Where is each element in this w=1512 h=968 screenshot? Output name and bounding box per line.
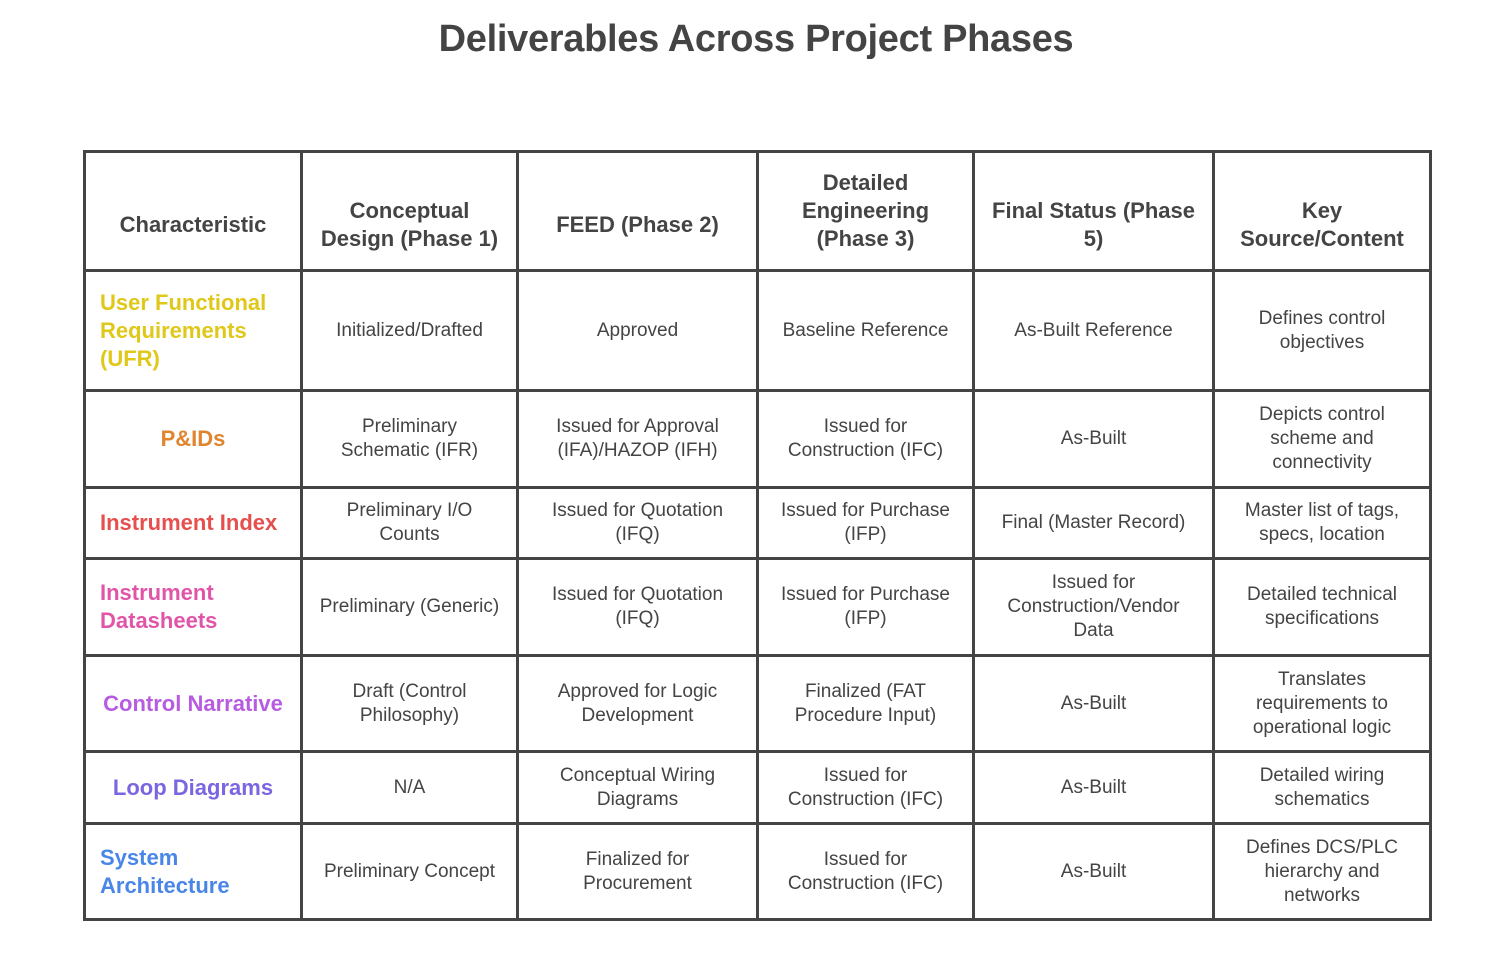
table-cell: Initialized/Drafted: [300, 269, 519, 392]
table-cell: Issued for Construction (IFC): [756, 750, 975, 825]
row-label: System Architecture: [83, 822, 303, 921]
table-cell: Conceptual Wiring Diagrams: [516, 750, 759, 825]
table-cell: Issued for Construction (IFC): [756, 822, 975, 921]
table-cell: Issued for Quotation (IFQ): [516, 557, 759, 657]
row-label: Loop Diagrams: [83, 750, 303, 825]
table-cell: Preliminary Schematic (IFR): [300, 389, 519, 489]
table-cell: Preliminary (Generic): [300, 557, 519, 657]
table-cell: Preliminary Concept: [300, 822, 519, 921]
table-cell: Issued for Construction (IFC): [756, 389, 975, 489]
header-cell: Characteristic: [83, 150, 303, 272]
row-label: User Functional Requirements (UFR): [83, 269, 303, 392]
table-cell: Issued for Purchase (IFP): [756, 486, 975, 560]
table-cell: Detailed wiring schematics: [1212, 750, 1432, 825]
header-cell: Final Status (Phase 5): [972, 150, 1215, 272]
table-cell: Baseline Reference: [756, 269, 975, 392]
table-cell: Issued for Quotation (IFQ): [516, 486, 759, 560]
table-cell: Translates requirements to operational l…: [1212, 654, 1432, 753]
table-cell: Issued for Approval (IFA)/HAZOP (IFH): [516, 389, 759, 489]
header-cell: Detailed Engineering (Phase 3): [756, 150, 975, 272]
table-cell: Preliminary I/O Counts: [300, 486, 519, 560]
table-cell: Defines control objectives: [1212, 269, 1432, 392]
row-label: Instrument Datasheets: [83, 557, 303, 657]
table-cell: N/A: [300, 750, 519, 825]
table-cell: Depicts control scheme and connectivity: [1212, 389, 1432, 489]
table-cell: Approved for Logic Development: [516, 654, 759, 753]
table-cell: Issued for Construction/Vendor Data: [972, 557, 1215, 657]
table-cell: As-Built: [972, 822, 1215, 921]
header-row: Characteristic Conceptual Design (Phase …: [83, 150, 1432, 272]
table-cell: Approved: [516, 269, 759, 392]
table-cell: Defines DCS/PLC hierarchy and networks: [1212, 822, 1432, 921]
row-label: Instrument Index: [83, 486, 303, 560]
table-cell: As-Built Reference: [972, 269, 1215, 392]
row-label: P&IDs: [83, 389, 303, 489]
row-label: Control Narrative: [83, 654, 303, 753]
page-title: Deliverables Across Project Phases: [438, 18, 1074, 60]
header-cell: Key Source/Content: [1212, 150, 1432, 272]
header-cell: Conceptual Design (Phase 1): [300, 150, 519, 272]
table-cell: As-Built: [972, 750, 1215, 825]
table-row: User Functional Requirements (UFR)Initia…: [83, 269, 1432, 392]
table-cell: Draft (Control Philosophy): [300, 654, 519, 753]
table-cell: Master list of tags, specs, location: [1212, 486, 1432, 560]
table-cell: Issued for Purchase (IFP): [756, 557, 975, 657]
header-cell: FEED (Phase 2): [516, 150, 759, 272]
table-cell: Finalized for Procurement: [516, 822, 759, 921]
table-cell: Finalized (FAT Procedure Input): [756, 654, 975, 753]
deliverables-table: Characteristic Conceptual Design (Phase …: [83, 150, 1432, 921]
table-cell: Detailed technical specifications: [1212, 557, 1432, 657]
table-cell: Final (Master Record): [972, 486, 1215, 560]
table-cell: As-Built: [972, 654, 1215, 753]
table-cell: As-Built: [972, 389, 1215, 489]
